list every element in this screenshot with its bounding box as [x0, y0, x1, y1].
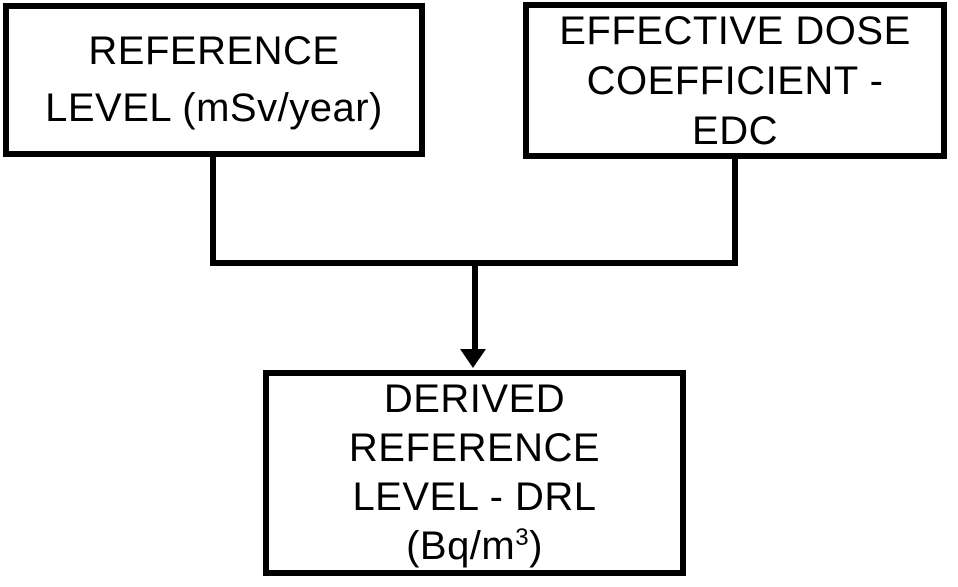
box-text-line: REFERENCE [88, 29, 340, 73]
box-text-line: EDC [692, 108, 778, 153]
unit-prefix: (Bq/m [406, 524, 516, 568]
box-text-line: DERIVED [383, 377, 566, 421]
box-derived-reference-level: DERIVED REFERENCE LEVEL - DRL (Bq/m3) [263, 370, 686, 576]
box-effective-dose-coefficient: EFFECTIVE DOSE COEFFICIENT - EDC [523, 2, 947, 159]
box-text-line: EFFECTIVE DOSE [559, 8, 911, 53]
box-text-line: LEVEL (mSv/year) [45, 86, 383, 130]
box-reference-level: REFERENCE LEVEL (mSv/year) [3, 3, 425, 157]
box-text-line: COEFFICIENT - [586, 58, 884, 103]
connector-left-drop [210, 157, 216, 266]
box-text-unit-line: (Bq/m3) [406, 522, 543, 571]
unit-superscript: 3 [515, 524, 530, 551]
box-text-line: REFERENCE [348, 426, 601, 470]
arrow-stem [472, 263, 478, 351]
unit-suffix: ) [529, 524, 543, 568]
box-text-line: LEVEL - DRL [352, 475, 597, 519]
arrowhead-down-icon [460, 349, 486, 368]
connector-right-drop [732, 159, 738, 266]
